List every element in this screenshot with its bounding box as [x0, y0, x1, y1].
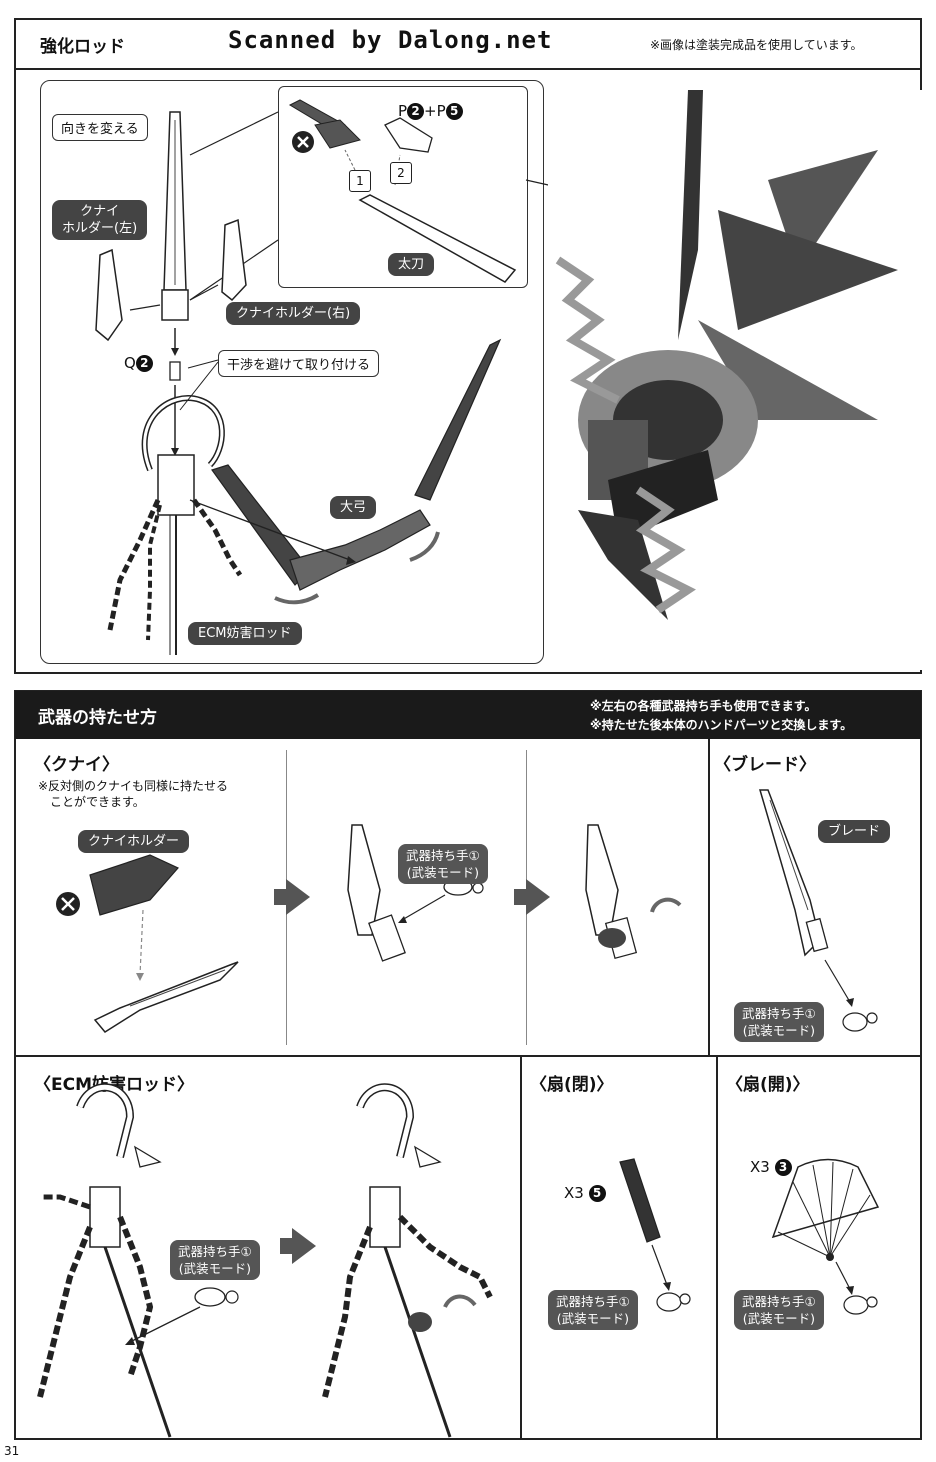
kunai-steps-illustration [56, 824, 682, 1033]
weapon-hand-label: 武器持ち手① (武装モード) [734, 1002, 824, 1042]
ecm-rod-label: ECM妨害ロッド [188, 622, 302, 645]
divider [15, 1055, 921, 1057]
ecm-rod-steps-illustration [37, 1083, 493, 1438]
step-arrow-body [274, 889, 286, 905]
part-number: 3 [774, 1159, 792, 1176]
fan-closed-heading: 〈扇(閉)〉 [530, 1075, 614, 1095]
weapon-hand-label: 武器持ち手① (武装モード) [734, 1290, 824, 1330]
rod-assembly-illustration [95, 99, 661, 655]
turn-direction-callout: 向きを変える [52, 114, 148, 141]
bow-label: 大弓 [330, 496, 377, 519]
section-title: 強化ロッド [40, 37, 125, 57]
kunai-holder-label: クナイホルダー [78, 830, 190, 853]
kunai-note: ※反対側のクナイも同様に持たせる ことができます。 [38, 779, 229, 809]
fan-open-qty: X3 3 [750, 1158, 792, 1176]
fan-closed-illustration [619, 1158, 691, 1312]
weapons-note-2: ※持たせた後本体のハンドパーツと交換します。 [590, 718, 853, 732]
page-number: 31 [4, 1444, 20, 1458]
blade-heading: 〈ブレード〉 [714, 755, 816, 775]
scanner-watermark: Scanned by Dalong.net [228, 26, 553, 54]
weapons-title-bar [15, 691, 921, 739]
quantity-text: X3 [750, 1158, 770, 1176]
fan-closed-qty: X3 5 [564, 1184, 606, 1202]
part-number: 5 [588, 1185, 606, 1202]
kunai-holder-left-label: クナイ ホルダー(左) [52, 200, 148, 240]
part-number: 2 [407, 103, 425, 120]
blade-illustration [759, 789, 878, 1032]
painted-model-photo [548, 90, 928, 670]
step-2-marker: 2 [390, 162, 412, 184]
part-letter-q: Q [124, 354, 136, 372]
quantity-text: X3 [564, 1184, 584, 1202]
kunai-heading: 〈クナイ〉 [34, 755, 119, 775]
step-arrow-body [280, 1238, 292, 1254]
step-1-marker: 1 [349, 170, 371, 192]
assembly-diagram-area [40, 80, 544, 664]
part-plus-p: +P [424, 102, 446, 120]
divider [716, 1057, 718, 1440]
divider [520, 1057, 522, 1440]
weapon-hand-label: 武器持ち手① (武装モード) [548, 1290, 638, 1330]
weapon-hand-label: 武器持ち手① (武装モード) [398, 844, 488, 884]
kunai-holder-right-label: クナイホルダー(右) [226, 302, 361, 325]
fan-open-heading: 〈扇(開)〉 [726, 1075, 810, 1095]
fan-open-illustration [771, 1158, 880, 1315]
tachi-label: 太刀 [388, 253, 435, 276]
step-arrow-body [514, 889, 526, 905]
step-arrow [526, 879, 550, 915]
blade-label: ブレード [818, 820, 891, 843]
header-note: ※画像は塗装完成品を使用しています。 [650, 38, 863, 52]
part-number: 2 [135, 355, 153, 372]
weapons-section-title: 武器の持たせ方 [38, 708, 157, 728]
header-frame [14, 18, 922, 70]
step-arrow [292, 1228, 316, 1264]
divider [708, 739, 710, 1055]
weapons-note-1: ※左右の各種武器持ち手も使用できます。 [590, 699, 817, 713]
step-arrow [286, 879, 310, 915]
avoid-interference-callout: 干渉を避けて取り付ける [218, 350, 380, 377]
part-letter-p: P [398, 102, 408, 120]
part-number: 5 [445, 103, 463, 120]
weapon-hand-label: 武器持ち手① (武装モード) [170, 1240, 260, 1280]
